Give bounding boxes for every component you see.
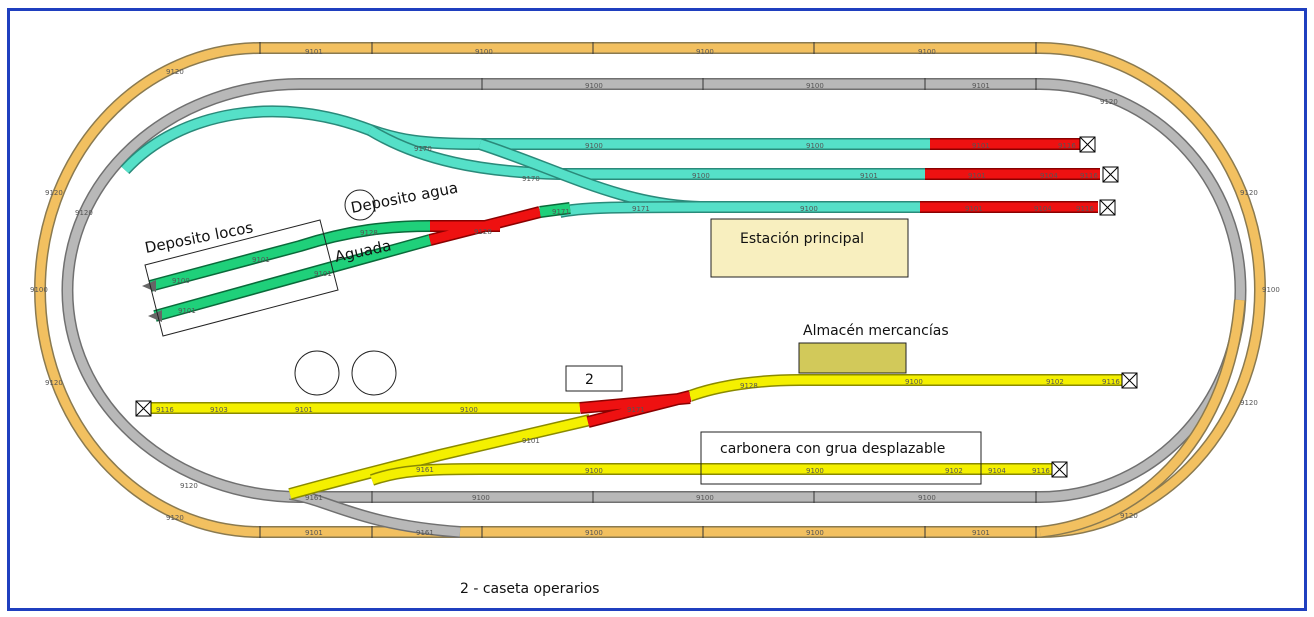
code-depot-4: 9101: [314, 270, 332, 278]
code-curve-4: 9120: [1240, 399, 1258, 407]
code-inner-top-1: 9100: [585, 82, 603, 90]
code-inner-bottom-1: 9161: [305, 494, 323, 502]
code-st1-2: 9100: [585, 142, 603, 150]
caseta-marker-box: [565, 365, 623, 392]
code-st1-1: 9170: [414, 145, 432, 153]
code-st2-4: 9101: [968, 172, 986, 180]
buffer-stop-yard-left: [135, 400, 152, 417]
code-outer-bottom-2: 9161: [416, 529, 434, 537]
code-curve-3: 9120: [1240, 189, 1258, 197]
buffer-stop-station-3: [1099, 199, 1116, 216]
code-outer-top-4: 9100: [918, 48, 936, 56]
locomotive-depot-outline: [144, 219, 339, 337]
code-st2-3: 9101: [860, 172, 878, 180]
code-curve-1: 9120: [166, 68, 184, 76]
code-inner-top-2: 9100: [806, 82, 824, 90]
code-curve-5: 9120: [1120, 512, 1138, 520]
coal-platform-outline: [700, 431, 982, 485]
code-depot-3: 9100: [172, 277, 190, 285]
coal-platform-label: carbonera con grua desplazable: [720, 441, 945, 457]
code-curve-2: 9120: [1100, 98, 1118, 106]
code-inner-top-3: 9101: [972, 82, 990, 90]
code-st3-1: 9171: [632, 205, 650, 213]
code-outer-bottom-3: 9100: [585, 529, 603, 537]
buffer-stop-coal-siding: [1051, 461, 1068, 478]
depot-tracks: [148, 202, 571, 322]
code-outer-top-3: 9100: [696, 48, 714, 56]
code-inner-bottom-2: 9100: [472, 494, 490, 502]
code-side-left: 9100: [30, 286, 48, 294]
code-coal-5: 9116: [1032, 467, 1050, 475]
station-building: [710, 218, 909, 278]
code-coal-3: 9102: [945, 467, 963, 475]
code-st2-2: 9100: [692, 172, 710, 180]
code-outer-top-2: 9100: [475, 48, 493, 56]
code-yard-left-2: 9103: [210, 406, 228, 414]
code-coal-2: 9100: [806, 467, 824, 475]
code-yard-right-2: 9100: [905, 378, 923, 386]
code-curve-7: 9120: [45, 189, 63, 197]
code-st2-1: 9170: [522, 175, 540, 183]
code-curve-9: 9120: [75, 209, 93, 217]
code-inner-bottom-3: 9100: [696, 494, 714, 502]
code-outer-bottom-4: 9100: [806, 529, 824, 537]
code-depot-2: 9101: [252, 256, 270, 264]
code-outer-bottom-6: 9101: [972, 529, 990, 537]
code-coal-4: 9104: [988, 467, 1006, 475]
buffer-stop-yard-right: [1121, 372, 1138, 389]
buffer-stop-station-1: [1079, 136, 1096, 153]
depot-track-end-arrow-1: [142, 280, 156, 292]
code-st2-5: 9104: [1040, 172, 1058, 180]
deposito-agua-label: Deposito agua: [349, 179, 459, 217]
code-curve-10: 9120: [180, 482, 198, 490]
code-yard-left-3: 9101: [295, 406, 313, 414]
warehouse-building: [798, 342, 907, 374]
code-yard-right-4: 9116: [1102, 378, 1120, 386]
caseta-marker-label: 2: [585, 372, 594, 388]
station-tracks: [120, 105, 1100, 218]
code-side-right: 9100: [1262, 286, 1280, 294]
code-yard-branch-3: 9161: [416, 466, 434, 474]
code-yard-branch-1: 9171: [627, 406, 645, 414]
code-coal-1: 9100: [585, 467, 603, 475]
round-structure-1: [294, 350, 340, 396]
code-yard-right-3: 9102: [1046, 378, 1064, 386]
diagram-frame: [7, 8, 1307, 611]
code-yard-right-1: 9128: [740, 382, 758, 390]
round-structure-2: [351, 350, 397, 396]
code-yard-branch-2: 9101: [522, 437, 540, 445]
code-curve-6: 9120: [166, 514, 184, 522]
code-st1-4: 9101: [972, 142, 990, 150]
code-st3-3: 9101: [965, 205, 983, 213]
station-building-label: Estación principal: [740, 231, 864, 247]
legend-caseta-operarios: 2 - caseta operarios: [460, 581, 599, 597]
code-outer-top-1: 9101: [305, 48, 323, 56]
water-tank-circle: [344, 189, 376, 221]
warehouse-label: Almacén mercancías: [803, 323, 949, 339]
code-st3-5: 9116: [1076, 205, 1094, 213]
code-depot-1: 9128: [360, 229, 378, 237]
buffer-stop-station-2: [1102, 166, 1119, 183]
code-st3-4: 9104: [1034, 205, 1052, 213]
track-code-labels: 9101 9100 9100 9100 9100 9100 9101 9101 …: [30, 48, 1280, 537]
code-depot-7: 9171: [552, 208, 570, 216]
code-curve-8: 9120: [45, 379, 63, 387]
track-joints: [259, 42, 1037, 538]
code-depot-6: 9128: [474, 228, 492, 236]
code-inner-bottom-4: 9100: [918, 494, 936, 502]
code-st2-6: 9116: [1080, 172, 1098, 180]
code-st1-5: 9116: [1058, 142, 1076, 150]
code-st1-3: 9100: [806, 142, 824, 150]
code-yard-left-4: 9100: [460, 406, 478, 414]
code-outer-bottom-1: 9101: [305, 529, 323, 537]
code-depot-5: 9101: [178, 307, 196, 315]
code-yard-left-1: 9116: [156, 406, 174, 414]
yard-tracks: [140, 374, 1130, 500]
code-st3-2: 9100: [800, 205, 818, 213]
